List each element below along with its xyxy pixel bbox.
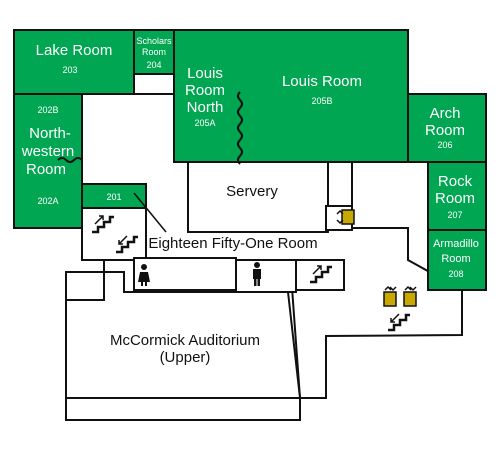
louis-north-number: 205A: [194, 118, 215, 128]
arch-room-line2: Room: [425, 122, 465, 139]
armadillo-room-number: 208: [448, 269, 463, 279]
louis-room[interactable]: Louis Room 205B: [173, 29, 409, 163]
room-201-number: 201: [106, 192, 121, 202]
rock-room-number: 207: [447, 210, 462, 220]
stairs-icon[interactable]: [116, 235, 138, 254]
stairs-icon[interactable]: [310, 265, 332, 284]
armadillo-room[interactable]: Armadillo Room 208: [427, 229, 487, 291]
restroom-men-icon[interactable]: [253, 262, 261, 286]
servery-label: Servery: [226, 183, 278, 200]
northwestern-number-top: 202B: [37, 105, 58, 115]
northwestern-number: 202A: [37, 196, 58, 206]
auditorium-label-1: McCormick Auditorium: [110, 332, 260, 349]
arch-room-number: 206: [437, 140, 452, 150]
lake-room[interactable]: Lake Room 203: [13, 29, 135, 95]
northwestern-line1: North-: [29, 125, 71, 142]
stairs-icon[interactable]: [388, 313, 410, 332]
auditorium-area[interactable]: McCormick Auditorium (Upper): [65, 271, 302, 399]
scholars-room-name-1: Scholars: [136, 36, 172, 46]
eighteen-fifty-one-label[interactable]: Eighteen Fifty-One Room: [148, 235, 317, 252]
partition-wall-icon: [237, 91, 243, 165]
lake-room-number: 203: [62, 65, 77, 75]
leader-line: [133, 192, 167, 233]
elevator-icon[interactable]: [336, 209, 355, 225]
restroom-women-icon[interactable]: [138, 264, 150, 286]
room-201[interactable]: 201: [81, 183, 147, 209]
louis-north-line3: North: [187, 99, 224, 116]
servery-area[interactable]: Servery: [226, 183, 278, 200]
scholars-room-name-2: Room: [142, 47, 166, 57]
rock-room-line2: Room: [435, 190, 475, 207]
scholars-room[interactable]: Scholars Room 204: [133, 29, 175, 75]
rock-room[interactable]: Rock Room 207: [427, 161, 487, 231]
lake-room-name: Lake Room: [36, 42, 113, 59]
louis-room-name: Louis Room: [282, 73, 362, 90]
rock-room-line1: Rock: [438, 173, 473, 190]
northwestern-room[interactable]: 202B North- western Room 202A: [13, 93, 83, 229]
auditorium-label-2: (Upper): [160, 349, 211, 366]
elevator-icon[interactable]: [403, 285, 417, 307]
scholars-room-number: 204: [146, 60, 161, 70]
louis-room-north[interactable]: Louis Room North 205A: [185, 65, 225, 128]
armadillo-room-line2: Room: [441, 253, 470, 265]
elevator-icon[interactable]: [383, 285, 397, 307]
partition-wall-icon: [57, 157, 83, 163]
louis-room-number: 205B: [311, 96, 332, 106]
arch-room-line1: Arch: [430, 105, 461, 122]
northwestern-line3: Room: [26, 161, 66, 178]
armadillo-room-line1: Armadillo: [433, 238, 479, 250]
northwestern-line2: western: [21, 143, 75, 160]
louis-north-line2: Room: [185, 82, 225, 99]
stairs-icon[interactable]: [92, 215, 114, 234]
arch-room[interactable]: Arch Room 206: [407, 93, 487, 163]
louis-north-line1: Louis: [187, 65, 223, 82]
